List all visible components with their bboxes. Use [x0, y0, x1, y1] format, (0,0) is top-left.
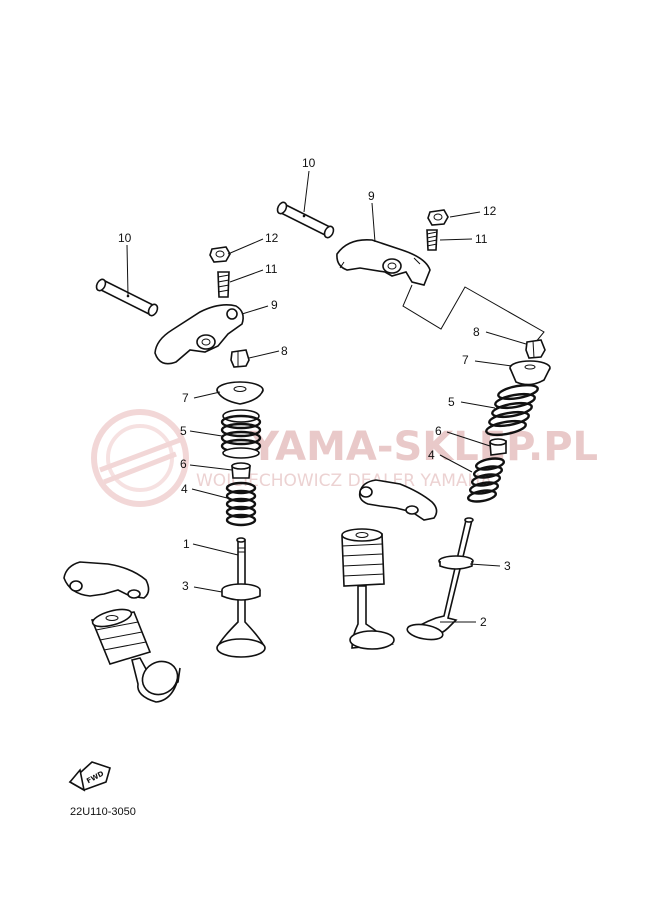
- rocker-shaft-upper: [276, 201, 335, 239]
- assembly-right: [341, 479, 438, 650]
- callout-lock-nut-left: 12: [265, 231, 279, 245]
- callout-oil-seal-right: 6: [435, 424, 442, 438]
- watermark: YAMA-SKLEP.PL WOJCIECHOWICZ DEALER YAMAH…: [91, 409, 598, 507]
- fwd-arrow-icon: FWD: [68, 761, 111, 792]
- callout-lock-nut-upper: 12: [483, 204, 497, 218]
- rocker-arm-left: [154, 304, 244, 365]
- callout-seat-left: 3: [182, 579, 189, 593]
- valve-cotter-right: [525, 339, 546, 359]
- adjust-screw-left: [217, 271, 230, 298]
- callout-rocker-arm-upper: 9: [368, 189, 375, 203]
- callout-adjust-screw-left: 11: [265, 262, 278, 276]
- watermark-tagline: WOJCIECHOWICZ DEALER YAMAHA: [196, 471, 492, 491]
- callout-inner-spring-left: 4: [181, 482, 188, 496]
- callout-seat-right: 3: [504, 559, 511, 573]
- rocker-shaft-left: [95, 278, 159, 317]
- callout-oil-seal-left: 6: [180, 457, 187, 471]
- callout-inner-spring-right: 4: [428, 448, 435, 462]
- diagram-code: 22U110-3050: [70, 806, 136, 818]
- spring-retainer-right: [509, 360, 551, 386]
- lock-nut-upper: [427, 209, 449, 226]
- valve-intake: [216, 537, 266, 658]
- valve-cotter-left: [230, 349, 250, 368]
- callout-cotter-right: 8: [473, 325, 480, 339]
- outer-spring-right: [485, 383, 539, 437]
- rocker-arm-upper: [336, 238, 431, 286]
- callout-retainer-left: 7: [182, 391, 189, 405]
- callout-rocker-shaft-left: 10: [118, 231, 132, 245]
- adjust-screw-upper: [426, 229, 438, 251]
- watermark-logo-icon: [91, 409, 189, 507]
- watermark-brand: YAMA-SKLEP.PL: [249, 424, 598, 470]
- assembly-left: [63, 561, 181, 703]
- oil-seal-right: [489, 438, 507, 456]
- callout-outer-spring-left: 5: [180, 424, 187, 438]
- callout-adjust-screw-upper: 11: [475, 232, 488, 246]
- lock-nut-left: [209, 246, 231, 263]
- inner-spring-left: [225, 481, 257, 527]
- callouts: 10 10 12 12 11 11 9 9 8 8 7 7 5 5 6 6 4 …: [118, 156, 511, 629]
- inner-spring-right: [466, 457, 506, 503]
- callout-cotter-left: 8: [281, 344, 288, 358]
- spring-retainer-left: [216, 381, 264, 405]
- connection-lines: [402, 284, 545, 344]
- outer-spring-left: [220, 409, 262, 459]
- callout-valve-intake: 1: [183, 537, 190, 551]
- valve-exhaust: [406, 517, 474, 641]
- callout-rocker-arm-left: 9: [271, 298, 278, 312]
- callout-retainer-right: 7: [462, 353, 469, 367]
- oil-seal-left: [231, 462, 251, 479]
- callout-rocker-shaft-upper: 10: [302, 156, 316, 170]
- callout-valve-exhaust: 2: [480, 615, 487, 629]
- leader-lines: [126, 170, 527, 623]
- callout-outer-spring-right: 5: [448, 395, 455, 409]
